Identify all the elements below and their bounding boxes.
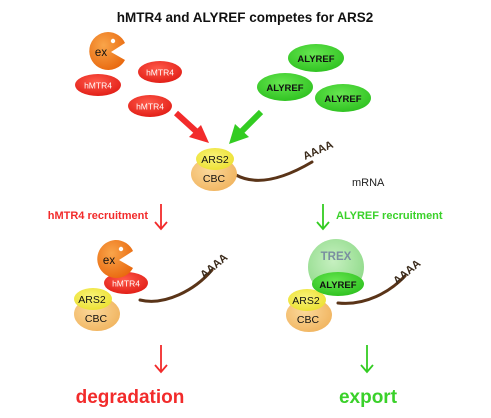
hmtr4-free-2-label: hMTR4 <box>146 68 174 78</box>
hmtr4-free-1-label: hMTR4 <box>84 81 112 91</box>
hmtr4-free-3-label: hMTR4 <box>136 102 164 112</box>
exosome-eye <box>110 38 116 44</box>
mrna-label: mRNA <box>352 177 385 189</box>
red-arrow-down-2 <box>154 345 168 374</box>
cbc-center-label: CBC <box>203 173 226 185</box>
hmtr4-bound-label: hMTR4 <box>112 279 140 289</box>
export-complex: AAAA TREX ALYREF ARS2 CBC <box>286 239 423 332</box>
green-arrow-to-complex <box>229 109 264 144</box>
polya-left: AAAA <box>198 252 230 282</box>
alyref-bound-label: ALYREF <box>319 280 356 291</box>
alyref-free-3-label: ALYREF <box>324 94 361 105</box>
degradation-label: degradation <box>76 387 185 408</box>
alyref-free-2-label: ALYREF <box>266 83 303 94</box>
cbc-right-label: CBC <box>297 314 320 326</box>
red-arrow-down-1 <box>154 204 168 231</box>
trex-label: TREX <box>321 251 352 263</box>
degradation-complex: AAAA hMTR4 ex ARS2 CBC <box>74 239 230 331</box>
exosome-top: ex <box>89 32 125 70</box>
alyref-free-1: ALYREF <box>288 44 344 72</box>
hmtr4-free-3: hMTR4 <box>128 95 172 117</box>
alyref-free-1-label: ALYREF <box>297 54 334 65</box>
export-label: export <box>339 387 398 408</box>
exosome-label-top: ex <box>95 47 107 59</box>
alyref-free-2: ALYREF <box>257 73 313 101</box>
alyref-free-3: ALYREF <box>315 84 371 112</box>
green-arrow-down-2 <box>360 345 374 374</box>
ars2-right-label: ARS2 <box>292 295 320 307</box>
mrna-strand-left <box>138 268 214 303</box>
ars2-center-label: ARS2 <box>201 154 229 166</box>
polya-center: AAAA <box>301 139 335 163</box>
green-arrow-down-1 <box>316 204 330 231</box>
hmtr4-free-2: hMTR4 <box>138 61 182 83</box>
exosome-pacman-shape <box>89 32 125 70</box>
cap-complex-center: ARS2 CBC AAAA <box>191 139 335 191</box>
ars2-right <box>288 289 326 311</box>
alyref-recruitment-label: ALYREF recruitment <box>336 210 443 222</box>
cbc-left-label: CBC <box>85 313 108 325</box>
red-arrow-to-complex <box>173 110 209 143</box>
ars2-left-label: ARS2 <box>78 294 106 306</box>
exosome-pacman-bound <box>97 239 133 278</box>
ars2-left <box>74 288 112 310</box>
mrna-strand-center <box>234 160 314 182</box>
exosome-label-bound: ex <box>103 255 115 267</box>
hmtr4-free-1: hMTR4 <box>75 74 121 96</box>
diagram-title: hMTR4 and ALYREF competes for ARS2 <box>117 10 374 25</box>
polya-right: AAAA <box>391 258 423 288</box>
exosome-bound-eye <box>118 246 124 252</box>
alyref-bound <box>312 272 364 296</box>
mrna-strand-right <box>336 274 407 305</box>
ars2-center <box>196 148 234 170</box>
hmtr4-recruitment-label: hMTR4 recruitment <box>48 210 149 222</box>
